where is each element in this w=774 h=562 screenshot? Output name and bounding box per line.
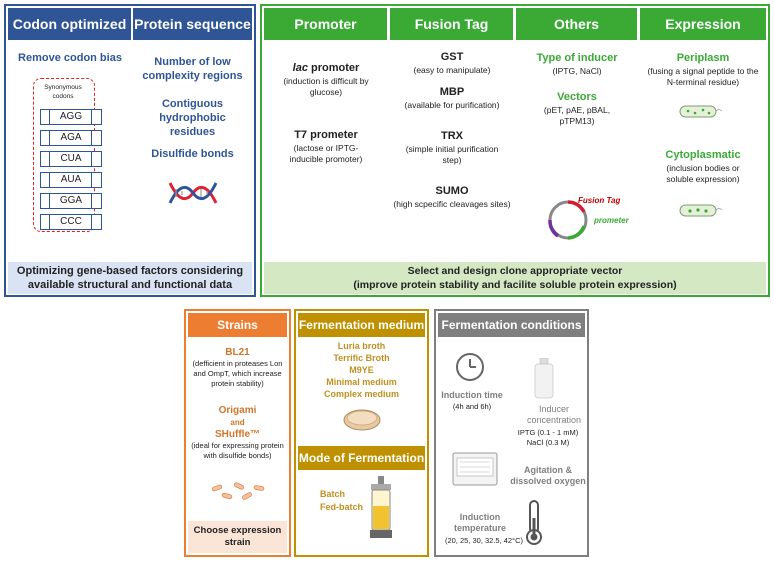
periplasm-title: Periplasm [676,52,730,64]
plasmid-promoter-label: prometer [594,216,629,225]
fusion-mbp-desc: (available for purification) [404,100,500,110]
induction-temperature-desc: (20, 25, 30, 32.5, 42°C) [444,536,524,545]
synonymous-codons-label: Synonymous codons [44,84,82,100]
others-header: Others [516,8,637,40]
fusion-sumo-desc: (high scpecific cleavages sites) [393,199,511,209]
reagent-bottle-icon [534,358,554,399]
vectors-title: Vectors [557,91,597,103]
hydrophobic-label: Contiguous hydrophobic residues [159,98,226,138]
vector-panel [260,4,770,297]
codon-row: CCC [40,214,102,230]
dna-helix-icon [168,182,218,204]
fusion-trx-title: TRX [441,130,463,142]
medium-item: Complex medium [323,389,399,399]
low-complexity-label: Number of low complexity regions [142,56,243,82]
petri-dish-icon [343,409,381,431]
vector-footer-line2: (improve protein stability and facilite … [353,279,677,291]
bl21-title: BL21 [225,347,250,358]
disulfide-label: Disulfide bonds [151,148,234,160]
strains-footer: Choose expression strain [188,521,287,553]
lac-promoter-desc: (induction is difficult by glucose) [283,76,369,97]
mode-item-fed-batch: Fed-batch [320,502,364,512]
shuffle-desc: (ideal for expressing protein with disul… [191,441,284,460]
promoter-header: Promoter [264,8,387,40]
and-label: and [230,418,245,427]
inducer-iptg-value: IPTG (0.1 - 1 mM) [517,428,579,437]
shuffle-title: SHuffle™ [215,429,260,440]
fusion-mbp-title: MBP [439,86,465,98]
lac-promoter-title: lac promoter [292,62,360,74]
codon-row: AGG [40,109,102,125]
plasmid-fusion-tag-label: Fusion Tag [578,196,621,205]
medium-item: Luria broth [337,341,386,351]
shaker-incubator-icon [452,452,498,486]
inducer-type-title: Type of inducer [536,52,618,64]
bacterium-icon [679,204,722,217]
t7-promoter-title: T7 prometer [294,129,358,141]
agitation-label: Agitation & dissolved oxygen [510,465,586,486]
fermentation-medium-panel [294,309,429,557]
fermentation-conditions-panel [434,309,589,557]
cytoplasmatic-title: Cytoplasmatic [665,149,741,161]
remove-codon-bias-label: Remove codon bias [18,52,122,64]
inducer-nacl-value: NaCl (0.3 M) [526,438,570,447]
mode-item-batch: Batch [320,489,346,499]
fusion-tag-header: Fusion Tag [390,8,513,40]
strains-header: Strains [188,313,287,337]
vector-footer: Select and design clone appropriate vect… [264,262,766,294]
periplasm-desc: (fusing a signal peptide to the N-termin… [647,66,759,87]
bacterium-icon [679,105,722,118]
vector-footer-line1: Select and design clone appropriate vect… [407,265,623,277]
fermentation-conditions-header: Fermentation conditions [438,313,585,337]
codon-row: GGA [40,193,102,209]
codon-footer: Optimizing gene-based factors considerin… [8,262,252,294]
codon-row: AUA [40,172,102,188]
medium-item: Terrific Broth [333,353,390,363]
medium-item: M9YE [349,365,374,375]
bl21-desc: (defficient in proteases Lon and OmpT, w… [192,359,283,388]
thermometer-icon [526,500,542,545]
strains-panel [184,309,291,557]
induction-time-desc: (4h and 6h) [452,402,492,411]
medium-item: Minimal medium [326,377,397,387]
fusion-trx-desc: (simple initial purification step) [405,144,499,165]
vectors-desc: (pET, pAE, pBAL, pTPM13) [543,105,611,126]
fusion-sumo-title: SUMO [435,185,469,197]
origami-title: Origami [218,405,257,416]
clock-icon [456,353,484,381]
induction-time-title: Induction time [441,390,503,400]
fusion-gst-title: GST [440,51,464,63]
protein-sequence-header: Protein sequence [133,8,252,40]
bioreactor-icon [370,476,392,538]
mode-of-fermentation-header: Mode of Fermentation [298,446,425,470]
inducer-type-desc: (IPTG, NaCl) [552,66,602,76]
bacteria-cluster-icon [211,482,265,500]
t7-promoter-desc: (lactose or IPTG-inducible promoter) [289,143,363,164]
fusion-gst-desc: (easy to manipulate) [413,65,491,75]
induction-temperature-title: Induction temperature [453,512,507,533]
fermentation-medium-header: Fermentation medium [298,313,425,337]
codon-protein-panel [4,4,256,297]
inducer-concentration-title: Inducer concentration [526,404,582,425]
plasmid-icon [548,200,588,240]
expression-header: Expression [640,8,766,40]
codon-row: CUA [40,151,102,167]
cytoplasmatic-desc: (inclusion bodies or soluble expression) [666,163,740,184]
codon-optimized-header: Codon optimized [8,8,131,40]
codon-row: AGA [40,130,102,146]
